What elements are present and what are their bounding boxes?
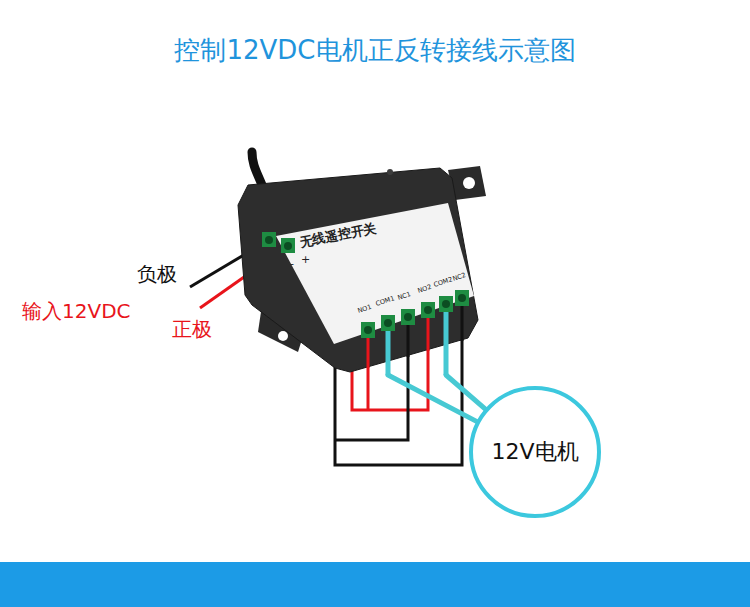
- terminal-screw: [384, 319, 392, 327]
- terminal-screw: [424, 306, 432, 314]
- terminal: [439, 296, 453, 312]
- housing-dot: [387, 169, 393, 175]
- terminal-screw: [364, 326, 372, 334]
- motor-wire: [446, 375, 485, 409]
- mount-hole: [463, 177, 475, 189]
- module-title: 无线遥控开关: [299, 221, 378, 251]
- polarity-label: 正极: [172, 318, 212, 341]
- diagram-title: 控制12VDC电机正反转接线示意图: [0, 36, 750, 66]
- input-terminals: [262, 232, 295, 253]
- motor-label: 12V电机: [491, 439, 578, 464]
- terminal-sign: -: [290, 258, 294, 271]
- terminal: [455, 290, 469, 306]
- motor-wire: [444, 310, 449, 375]
- polarity-label: 负极: [137, 263, 177, 286]
- terminal-name: COM2: [433, 276, 454, 289]
- terminal-name: NO1: [357, 304, 373, 315]
- terminal-screw: [442, 300, 450, 308]
- terminal: [262, 232, 276, 247]
- terminal-screw: [404, 313, 412, 321]
- output-terminals: [361, 290, 469, 338]
- terminal-name: NO2: [417, 284, 433, 295]
- terminal: [281, 238, 295, 253]
- motor-circle: 12V电机: [469, 386, 601, 518]
- bottom-band: [0, 562, 750, 607]
- terminal-screw: [284, 242, 292, 250]
- positive-wire: [367, 336, 370, 368]
- motor-wire: [386, 329, 391, 375]
- input-voltage-label: 输入12VDC: [22, 300, 131, 323]
- terminal-screw: [458, 294, 466, 302]
- terminal-name: NC2: [452, 272, 467, 283]
- terminal: [421, 302, 435, 318]
- terminal: [361, 322, 375, 338]
- terminal-stubs: [368, 304, 462, 375]
- mount-hole: [278, 331, 288, 341]
- terminal-sign: +: [301, 254, 310, 267]
- positive-wire: [427, 316, 430, 351]
- negative-wire: [461, 304, 464, 341]
- terminal: [381, 315, 395, 331]
- terminal: [401, 309, 415, 325]
- switch-module: 无线遥控开关: [232, 160, 482, 375]
- module-housing: [238, 168, 478, 372]
- terminal-name: NC1: [397, 291, 412, 302]
- motor-wire: [388, 375, 477, 421]
- terminal-screw: [265, 236, 273, 244]
- terminal-name: COM1: [375, 295, 396, 308]
- negative-wire: [407, 323, 410, 357]
